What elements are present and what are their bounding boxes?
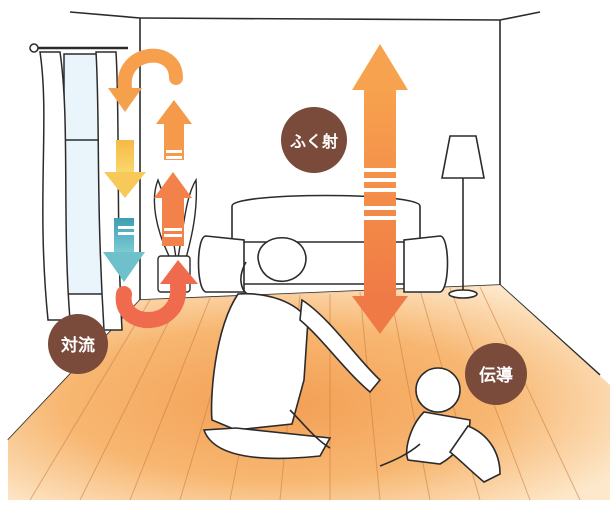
label-radiation-text: ふく射 (290, 132, 338, 151)
sofa (199, 196, 448, 293)
label-convection-text: 対流 (60, 335, 95, 356)
label-conduction: 伝導 (465, 343, 527, 405)
floor-lamp (442, 136, 484, 298)
label-convection: 対流 (48, 314, 108, 374)
label-conduction-text: 伝導 (479, 365, 513, 386)
window-curtain (30, 44, 128, 330)
label-radiation: ふく射 (281, 107, 347, 173)
